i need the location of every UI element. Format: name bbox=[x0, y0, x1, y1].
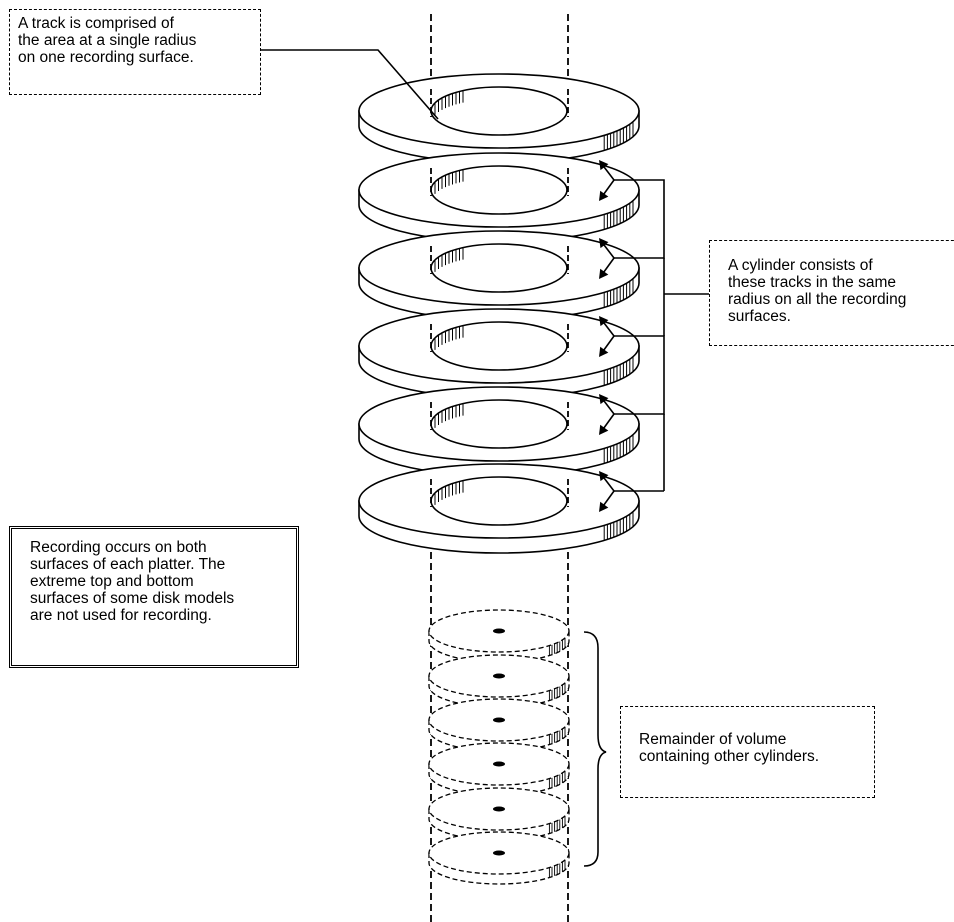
remainder-platter bbox=[428, 742, 570, 796]
platter-hole bbox=[430, 399, 568, 449]
platter bbox=[358, 73, 640, 164]
arrow-head bbox=[599, 346, 609, 357]
bracket-line bbox=[636, 179, 665, 259]
spindle-dot bbox=[493, 761, 505, 767]
remainder-platter bbox=[428, 609, 570, 663]
platter-hole bbox=[430, 476, 568, 526]
track-callout: A track is comprised of the area at a si… bbox=[9, 9, 261, 95]
platter bbox=[358, 386, 640, 477]
platter-hole bbox=[430, 165, 568, 215]
platter bbox=[358, 230, 640, 321]
arrow-head bbox=[599, 268, 609, 279]
arrow-head bbox=[599, 160, 609, 171]
remainder-platter bbox=[428, 831, 570, 885]
remainder-platter bbox=[428, 654, 570, 708]
track-arrow bbox=[599, 471, 636, 512]
track-arrow bbox=[599, 238, 636, 279]
spindle-dot bbox=[493, 850, 505, 856]
remainder-platter bbox=[428, 698, 570, 752]
arrow-head bbox=[599, 238, 609, 249]
remainder-brace bbox=[583, 631, 607, 867]
cylinder-callout: A cylinder consists of these tracks in t… bbox=[709, 240, 954, 346]
arrow-head bbox=[599, 471, 609, 482]
track-arrow bbox=[599, 160, 636, 201]
remainder-platter-stack bbox=[428, 609, 570, 885]
remainder-callout: Remainder of volume containing other cyl… bbox=[620, 706, 875, 798]
platter bbox=[358, 308, 640, 399]
track-arrow bbox=[599, 316, 636, 357]
spindle-dot bbox=[493, 717, 505, 723]
spindle-dot bbox=[493, 806, 505, 812]
arrow-head bbox=[599, 424, 609, 435]
track-leader bbox=[261, 49, 439, 120]
platter-hole bbox=[430, 243, 568, 293]
arrow-head bbox=[599, 190, 609, 201]
arrow-head bbox=[599, 501, 609, 512]
remainder-platter bbox=[428, 787, 570, 841]
spindle-dot bbox=[493, 628, 505, 634]
platter-stack bbox=[358, 73, 640, 554]
arrow-head bbox=[599, 316, 609, 327]
platter-hole bbox=[430, 86, 568, 136]
platter bbox=[358, 463, 640, 554]
recording-callout: Recording occurs on both surfaces of eac… bbox=[9, 526, 299, 668]
spindle-dot bbox=[493, 673, 505, 679]
platter bbox=[358, 152, 640, 243]
arrow-head bbox=[599, 394, 609, 405]
platter-hole bbox=[430, 321, 568, 371]
connector-lines bbox=[261, 49, 709, 867]
bracket-line bbox=[636, 335, 665, 415]
track-arrow bbox=[599, 394, 636, 435]
